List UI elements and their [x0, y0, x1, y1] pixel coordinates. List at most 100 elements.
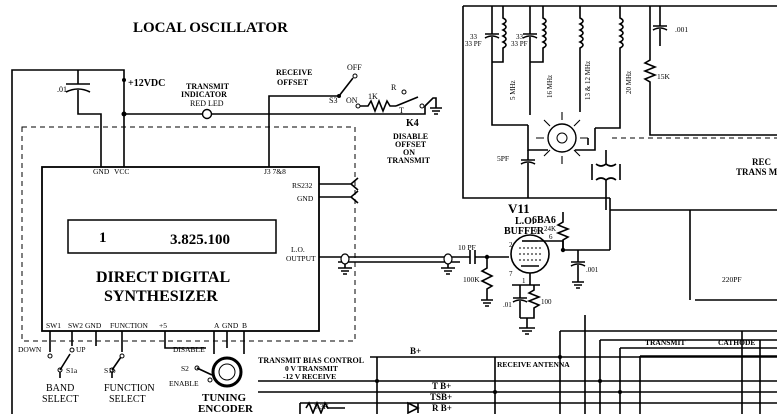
s3-label: S3	[329, 96, 337, 105]
tuning-encoder-l2: ENCODER	[198, 403, 254, 414]
tube-label: V11	[508, 201, 530, 216]
receive-offset-l1: RECEIVE	[276, 68, 312, 77]
output-cap-label: .001	[586, 266, 599, 274]
s1b-label: S1b	[104, 366, 116, 375]
function-select-l1: FUNCTION	[104, 383, 155, 394]
tank-5pf-label: 5PF	[497, 154, 509, 163]
coax-end-right	[443, 253, 453, 265]
cathode-cap-label: .01	[503, 301, 512, 309]
bus-junction-3	[558, 355, 562, 359]
s3-off-contact	[352, 73, 358, 79]
bus-verticals	[376, 315, 761, 414]
plate-resistor-label: 24K	[544, 225, 556, 233]
k4-t-contact	[419, 103, 425, 109]
s1b-blade	[111, 356, 122, 378]
s1a-label: S1a	[66, 366, 78, 375]
right-cap-label: 220PF	[722, 275, 742, 284]
bus-lines	[258, 330, 777, 404]
tank-cap-2	[522, 6, 538, 62]
encoder-wires	[213, 331, 245, 354]
s3-blade	[338, 77, 354, 97]
tube-pin-7: 7	[509, 270, 513, 278]
band-select-l2: SELECT	[42, 394, 79, 405]
k4-ground-icon	[424, 97, 442, 115]
output-cap	[570, 250, 586, 289]
pin-b: B	[242, 321, 247, 330]
tube-type-label: 6BA6	[532, 215, 556, 226]
pin-sw1: SW1	[46, 321, 61, 330]
tank-coil-4	[618, 6, 624, 62]
pin-gnd-top: GND	[93, 167, 110, 176]
down-label: DOWN	[18, 345, 42, 354]
pin-function: FUNCTION	[110, 321, 149, 330]
offset-wire	[268, 95, 339, 167]
pin-j3: J3 7&8	[264, 167, 286, 176]
enable-label: ENABLE	[169, 379, 199, 388]
k4-note-l4: TRANSMIT	[387, 156, 431, 165]
pin-rs232: RS232	[292, 181, 313, 190]
vcc-label: +12VDC	[128, 78, 165, 89]
tank-cap-2-label-a: 33	[516, 33, 524, 41]
bias-line2: -12 V RECEIVE	[283, 372, 336, 381]
pin-gnd-enc: GND	[222, 321, 239, 330]
k4-note-l3: ON	[403, 148, 415, 157]
tube-pin-2: 2	[509, 241, 513, 249]
bus-junction-1	[375, 379, 379, 383]
receive-offset-l2: OFFSET	[277, 78, 309, 87]
gnd-wire-top	[77, 104, 102, 167]
dds-frequency-readout: 3.825.100	[170, 232, 230, 248]
plate-resistor	[555, 212, 571, 250]
cathode-resistor	[520, 285, 542, 319]
tuning-encoder-l1: TUNING	[202, 392, 246, 404]
receive-antenna-label: RECEIVE ANTENNA	[497, 360, 570, 369]
bias-title: TRANSMIT BIAS CONTROL	[258, 356, 364, 365]
b-plus-label: B+	[410, 346, 421, 356]
pin-a: A	[214, 321, 220, 330]
k4-label: K4	[406, 118, 419, 129]
bus-junction-2	[493, 390, 497, 394]
tank-cap-1-label: 33 PF	[465, 40, 482, 48]
disable-label: DISABLE	[173, 345, 205, 354]
s2-wire	[164, 331, 206, 349]
grid-resistor-label: 100K	[463, 275, 480, 284]
s1a-contact-left	[47, 353, 53, 359]
tank-resistor-label: 15K	[657, 72, 671, 81]
band-switch-contacts	[536, 112, 588, 164]
buffer-cap-in-label: 10 PF	[458, 243, 476, 252]
k4-note-l1: DISABLE	[393, 132, 428, 141]
transmit-label: TRANSMIT	[645, 338, 685, 347]
relay-k4	[395, 96, 419, 107]
bias-line1: 0 V TRANSMIT	[285, 364, 338, 373]
buffer-input-cap	[465, 250, 509, 264]
tuning-encoder-inner	[218, 363, 236, 381]
tube-pin-5: 5	[534, 226, 538, 234]
buffer-label-1: L.O.	[515, 216, 535, 227]
s2-label: S2	[181, 364, 189, 373]
s3-on-label: ON	[346, 96, 358, 105]
tank-top-wire	[462, 5, 660, 199]
s2-contact-b	[207, 377, 213, 383]
dds-name-line1: DIRECT DIGITAL	[96, 269, 230, 286]
decoupling-cap-label: .01	[57, 85, 67, 94]
band-select-l1: BAND	[46, 383, 74, 394]
tank-drop-wires	[491, 62, 621, 129]
buffer-label-2: BUFFER	[504, 226, 545, 237]
s2-blade	[196, 367, 213, 376]
tank-coil-1	[492, 6, 507, 63]
rb-plus-label: R B+	[432, 403, 452, 413]
s1a-contact-right	[69, 347, 75, 353]
junction-12v-top	[122, 78, 126, 82]
offset-resistor-label: 1K	[368, 92, 378, 101]
led-label: RED LED	[190, 99, 224, 108]
pin-lo-output-2: OUTPUT	[286, 254, 316, 263]
rec-label: REC	[752, 157, 771, 167]
trans-label: TRANS M	[736, 167, 777, 177]
tube-pin-6: 6	[549, 233, 553, 241]
rs232-wire	[319, 177, 359, 191]
transformer-coil	[591, 150, 621, 210]
power-wire	[11, 69, 125, 414]
pin-lo-output-1: L.O.	[291, 245, 305, 254]
tank-coil-2	[530, 6, 547, 63]
tx-indicator-l1: TRANSMIT	[186, 82, 230, 91]
decoupling-cap	[65, 70, 91, 104]
